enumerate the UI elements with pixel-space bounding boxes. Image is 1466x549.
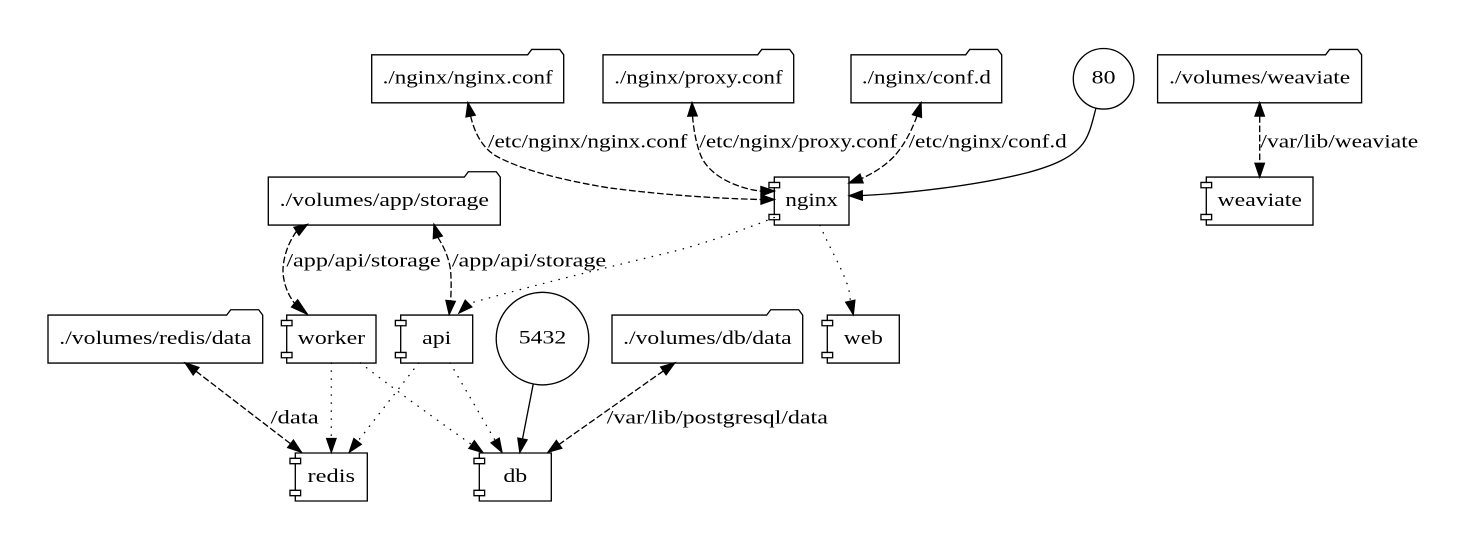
- svg-text:/var/lib/weaviate: /var/lib/weaviate: [1260, 132, 1418, 153]
- svg-text:./volumes/app/storage: ./volumes/app/storage: [280, 190, 489, 211]
- svg-text:/data: /data: [271, 408, 320, 429]
- svg-text:worker: worker: [298, 328, 366, 349]
- svg-text:80: 80: [1092, 68, 1116, 89]
- svg-text:/app/api/storage: /app/api/storage: [452, 250, 606, 271]
- svg-text:./nginx/conf.d: ./nginx/conf.d: [862, 68, 992, 89]
- svg-text:redis: redis: [308, 466, 356, 487]
- svg-text:/var/lib/postgresql/data: /var/lib/postgresql/data: [607, 408, 829, 429]
- svg-text:/app/api/storage: /app/api/storage: [286, 250, 440, 271]
- svg-text:./nginx/proxy.conf: ./nginx/proxy.conf: [614, 68, 783, 89]
- svg-text:/etc/nginx/nginx.conf: /etc/nginx/nginx.conf: [488, 132, 688, 153]
- svg-text:/etc/nginx/proxy.conf: /etc/nginx/proxy.conf: [699, 132, 898, 153]
- svg-text:web: web: [844, 328, 883, 349]
- svg-text:db: db: [503, 466, 527, 487]
- svg-text:api: api: [422, 328, 451, 349]
- svg-text:/etc/nginx/conf.d: /etc/nginx/conf.d: [909, 132, 1068, 153]
- svg-text:5432: 5432: [519, 328, 567, 349]
- svg-text:weaviate: weaviate: [1218, 190, 1302, 211]
- svg-text:./nginx/nginx.conf: ./nginx/nginx.conf: [383, 68, 554, 89]
- svg-text:./volumes/db/data: ./volumes/db/data: [623, 328, 792, 349]
- svg-text:nginx: nginx: [785, 190, 838, 211]
- svg-text:./volumes/redis/data: ./volumes/redis/data: [59, 328, 252, 349]
- svg-text:./volumes/weaviate: ./volumes/weaviate: [1169, 68, 1350, 89]
